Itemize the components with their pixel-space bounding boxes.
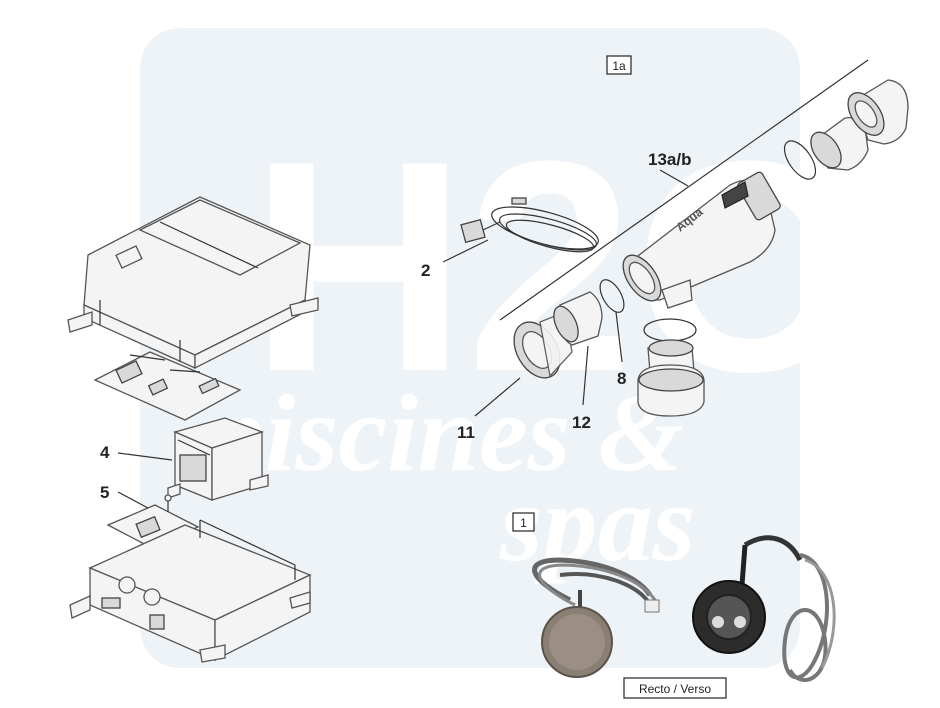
label-1a-box <box>606 55 632 75</box>
tailpiece-12 <box>553 291 603 346</box>
caption-recto-verso: Recto / Verso <box>639 682 711 696</box>
label-1-box <box>512 512 535 532</box>
o-ring-8 <box>599 279 625 313</box>
o-ring-right <box>783 140 817 180</box>
union-nut-right <box>847 79 909 145</box>
watermark-h2o: H2O <box>250 98 867 434</box>
electrolysis-cell: Aqua <box>622 171 781 309</box>
callout-leaders <box>117 169 689 509</box>
label-1a: 1a <box>612 59 626 73</box>
label-2: 2 <box>421 261 430 280</box>
label-8: 8 <box>617 369 626 388</box>
watermark-piscines: piscines & <box>202 372 684 494</box>
control-board <box>106 494 200 548</box>
explosion-axis <box>499 59 869 321</box>
base-tray <box>69 519 312 663</box>
circuit-board <box>93 351 242 421</box>
flow-sensor-back <box>692 535 836 682</box>
label-1: 1 <box>520 516 527 530</box>
label-5: 5 <box>100 483 109 502</box>
bottom-union-assembly <box>637 318 705 417</box>
enclosure-cover <box>67 196 319 370</box>
label-12: 12 <box>572 413 591 432</box>
label-13ab: 13a/b <box>648 150 691 169</box>
label-11: 11 <box>457 423 475 442</box>
transformer <box>167 417 269 501</box>
label-4: 4 <box>100 443 110 462</box>
sensor-cable <box>460 197 599 253</box>
tailpiece-right <box>810 116 869 171</box>
flow-sensor-front <box>532 557 660 678</box>
watermark-logo: H2O piscines & spas <box>140 28 867 668</box>
caption-box <box>623 677 727 699</box>
